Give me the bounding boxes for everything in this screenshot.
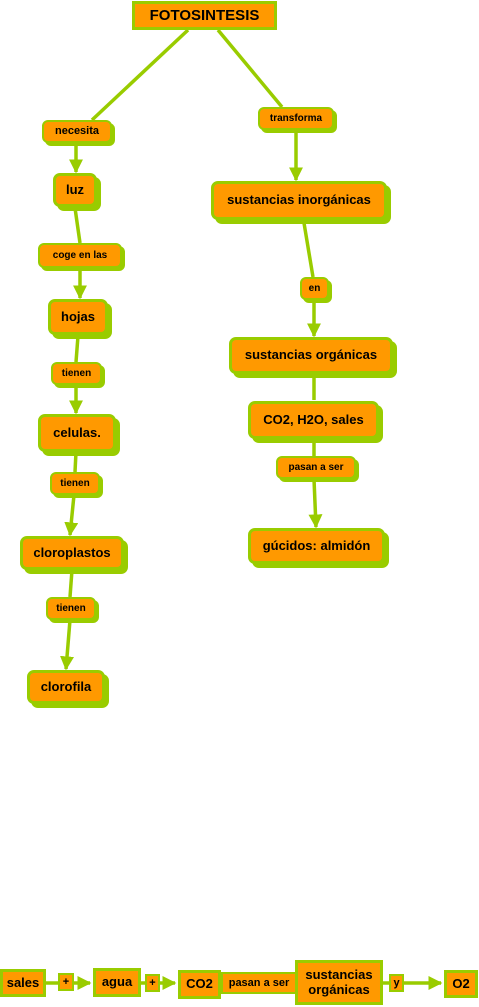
link-coge-en-las: coge en las <box>38 243 122 268</box>
line-luz-coge <box>73 207 82 244</box>
concept-luz: luz <box>53 173 97 207</box>
eq-y: y <box>389 974 404 992</box>
eq-sustancias-organicas: sustancias orgánicas <box>295 960 383 1005</box>
line-title-transforma <box>216 28 284 109</box>
arrow-pasan-glucidos <box>308 478 323 529</box>
eq-pasan-a-ser: pasan a ser <box>221 972 297 994</box>
concept-clorofila: clorofila <box>27 670 105 704</box>
arrow-tienen2-cloroplastos <box>64 494 79 537</box>
concept-hojas: hojas <box>48 299 108 335</box>
link-tienen-1: tienen <box>51 362 102 385</box>
eq-o2: O2 <box>444 970 478 998</box>
arrow-tienen3-clorofila <box>60 619 75 671</box>
concept-celulas: celulas. <box>38 414 116 452</box>
concept-sustancias-inorganicas: sustancias inorgánicas <box>211 181 387 220</box>
concept-sustancias-organicas: sustancias orgánicas <box>229 337 393 374</box>
eq-sales: sales <box>0 969 46 997</box>
line-title-necesita <box>90 28 190 122</box>
concept-glucidos-almidon: gúcidos: almidón <box>248 528 385 564</box>
eq-plus-2: + <box>145 974 160 992</box>
concept-co2-h2o-sales: CO2, H2O, sales <box>248 401 379 439</box>
line-hojas-tienen1 <box>74 335 80 363</box>
eq-plus-1: + <box>58 973 74 991</box>
link-tienen-2: tienen <box>50 472 100 495</box>
eq-agua: agua <box>93 968 141 997</box>
link-en: en <box>300 277 329 300</box>
line-celulas-tienen2 <box>73 451 78 473</box>
title-fotosintesis: FOTOSINTESIS <box>132 1 277 30</box>
line-inorganicas-en <box>302 222 315 278</box>
line-cloroplastos-tienen3 <box>68 569 74 598</box>
concept-cloroplastos: cloroplastos <box>20 536 124 570</box>
link-tienen-3: tienen <box>46 597 96 620</box>
link-necesita: necesita <box>42 120 112 143</box>
link-pasan-a-ser: pasan a ser <box>276 456 356 479</box>
eq-co2: CO2 <box>178 970 221 999</box>
link-transforma: transforma <box>258 107 334 130</box>
